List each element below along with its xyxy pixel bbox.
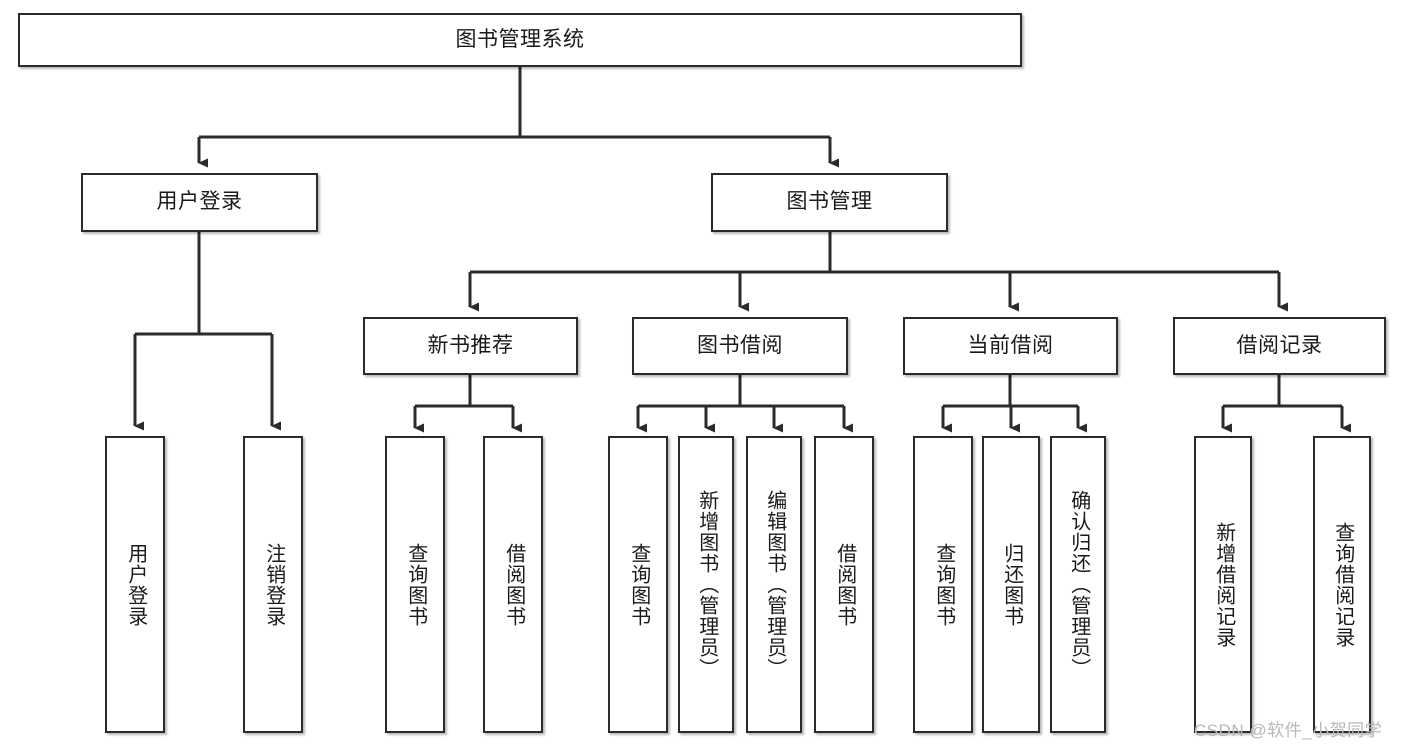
node-label-current-borrow: 当前借阅 <box>967 333 1054 357</box>
node-label-user-login: 用户登录 <box>156 190 243 214</box>
node-leaf-logout-login[interactable]: 注销登录 <box>243 436 303 733</box>
node-label-new-book-rec: 新书推荐 <box>427 333 514 357</box>
node-label-leaf-query-book-2: 查询图书 <box>627 542 650 627</box>
node-label-leaf-query-record: 查询借阅记录 <box>1331 521 1354 648</box>
node-leaf-query-book-2[interactable]: 查询图书 <box>608 436 668 733</box>
node-label-leaf-edit-book: 编辑图书（管理员） <box>763 490 786 679</box>
csdn-watermark: CSDN @软件_小贺同学 <box>1194 721 1383 740</box>
node-label-leaf-query-book-3: 查询图书 <box>932 542 955 627</box>
node-label-leaf-logout-login: 注销登录 <box>262 542 285 627</box>
node-leaf-borrow-book-2[interactable]: 借阅图书 <box>814 436 874 733</box>
node-leaf-return-book[interactable]: 归还图书 <box>982 436 1040 733</box>
node-leaf-add-book[interactable]: 新增图书（管理员） <box>678 436 734 733</box>
node-label-leaf-user-login: 用户登录 <box>124 542 147 627</box>
node-new-book-rec[interactable]: 新书推荐 <box>363 317 578 375</box>
node-leaf-query-book-1[interactable]: 查询图书 <box>385 436 445 733</box>
node-leaf-query-record[interactable]: 查询借阅记录 <box>1313 436 1371 733</box>
node-label-leaf-confirm-return: 确认归还（管理员） <box>1067 490 1090 679</box>
node-book-manage[interactable]: 图书管理 <box>711 173 948 232</box>
node-label-leaf-add-book: 新增图书（管理员） <box>695 490 718 679</box>
node-label-leaf-return-book: 归还图书 <box>1000 542 1023 627</box>
node-label-leaf-borrow-book-2: 借阅图书 <box>833 542 856 627</box>
node-leaf-user-login[interactable]: 用户登录 <box>105 436 165 733</box>
node-label-book-borrow: 图书借阅 <box>697 333 783 357</box>
node-leaf-add-record[interactable]: 新增借阅记录 <box>1194 436 1252 733</box>
node-label-leaf-query-book-1: 查询图书 <box>404 542 427 627</box>
node-user-login[interactable]: 用户登录 <box>81 173 318 232</box>
node-leaf-query-book-3[interactable]: 查询图书 <box>913 436 973 733</box>
node-leaf-edit-book[interactable]: 编辑图书（管理员） <box>746 436 802 733</box>
node-book-borrow[interactable]: 图书借阅 <box>632 317 848 375</box>
node-label-leaf-borrow-book-1: 借阅图书 <box>502 542 525 627</box>
node-leaf-confirm-return[interactable]: 确认归还（管理员） <box>1050 436 1106 733</box>
node-borrow-record[interactable]: 借阅记录 <box>1173 317 1386 375</box>
node-current-borrow[interactable]: 当前借阅 <box>903 317 1118 375</box>
node-label-borrow-record: 借阅记录 <box>1236 333 1323 357</box>
node-label-leaf-add-record: 新增借阅记录 <box>1212 521 1235 648</box>
node-root[interactable]: 图书管理系统 <box>18 13 1022 67</box>
node-label-root: 图书管理系统 <box>455 27 585 51</box>
node-label-book-manage: 图书管理 <box>786 190 873 214</box>
node-leaf-borrow-book-1[interactable]: 借阅图书 <box>483 436 543 733</box>
